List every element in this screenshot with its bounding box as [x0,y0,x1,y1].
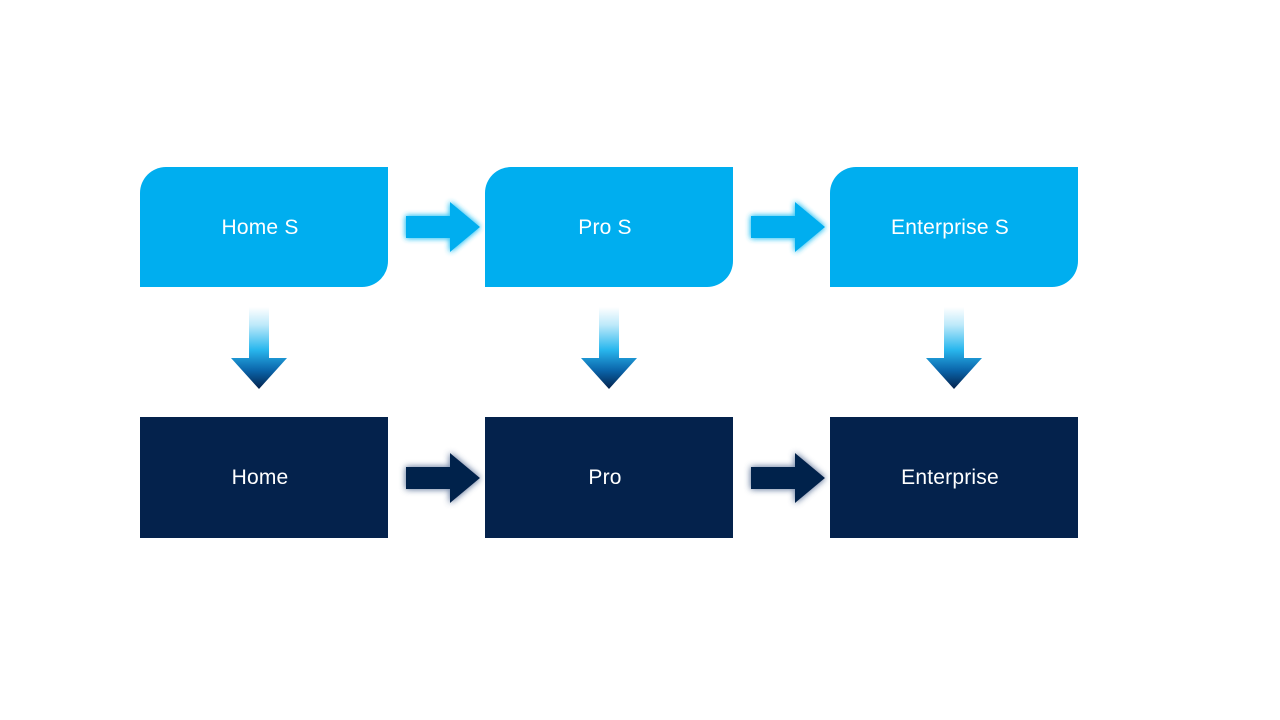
arrow-right-pro-s-to-enterprise-s [751,201,825,253]
node-home[interactable]: Home [140,417,388,538]
node-label-enterprise-s: Enterprise S [891,215,1009,239]
arrow-right-pro-to-enterprise [751,452,825,504]
node-pro-s[interactable]: Pro S [485,167,733,287]
node-enterprise-s[interactable]: Enterprise S [830,167,1078,287]
arrow-right-home-to-pro [406,452,480,504]
arrow-down-pro-s-to-pro [581,307,637,389]
node-label-home-s: Home S [221,215,299,239]
node-label-pro-s: Pro S [578,215,632,239]
node-enterprise[interactable]: Enterprise [830,417,1078,538]
node-label-home: Home [231,466,289,489]
node-label-pro: Pro [588,466,622,489]
arrow-right-home-s-to-pro-s [406,201,480,253]
node-home-s[interactable]: Home S [140,167,388,287]
arrow-down-home-s-to-home [231,307,287,389]
node-pro[interactable]: Pro [485,417,733,538]
arrow-down-enterprise-s-to-enterprise [926,307,982,389]
node-label-enterprise: Enterprise [901,466,999,489]
